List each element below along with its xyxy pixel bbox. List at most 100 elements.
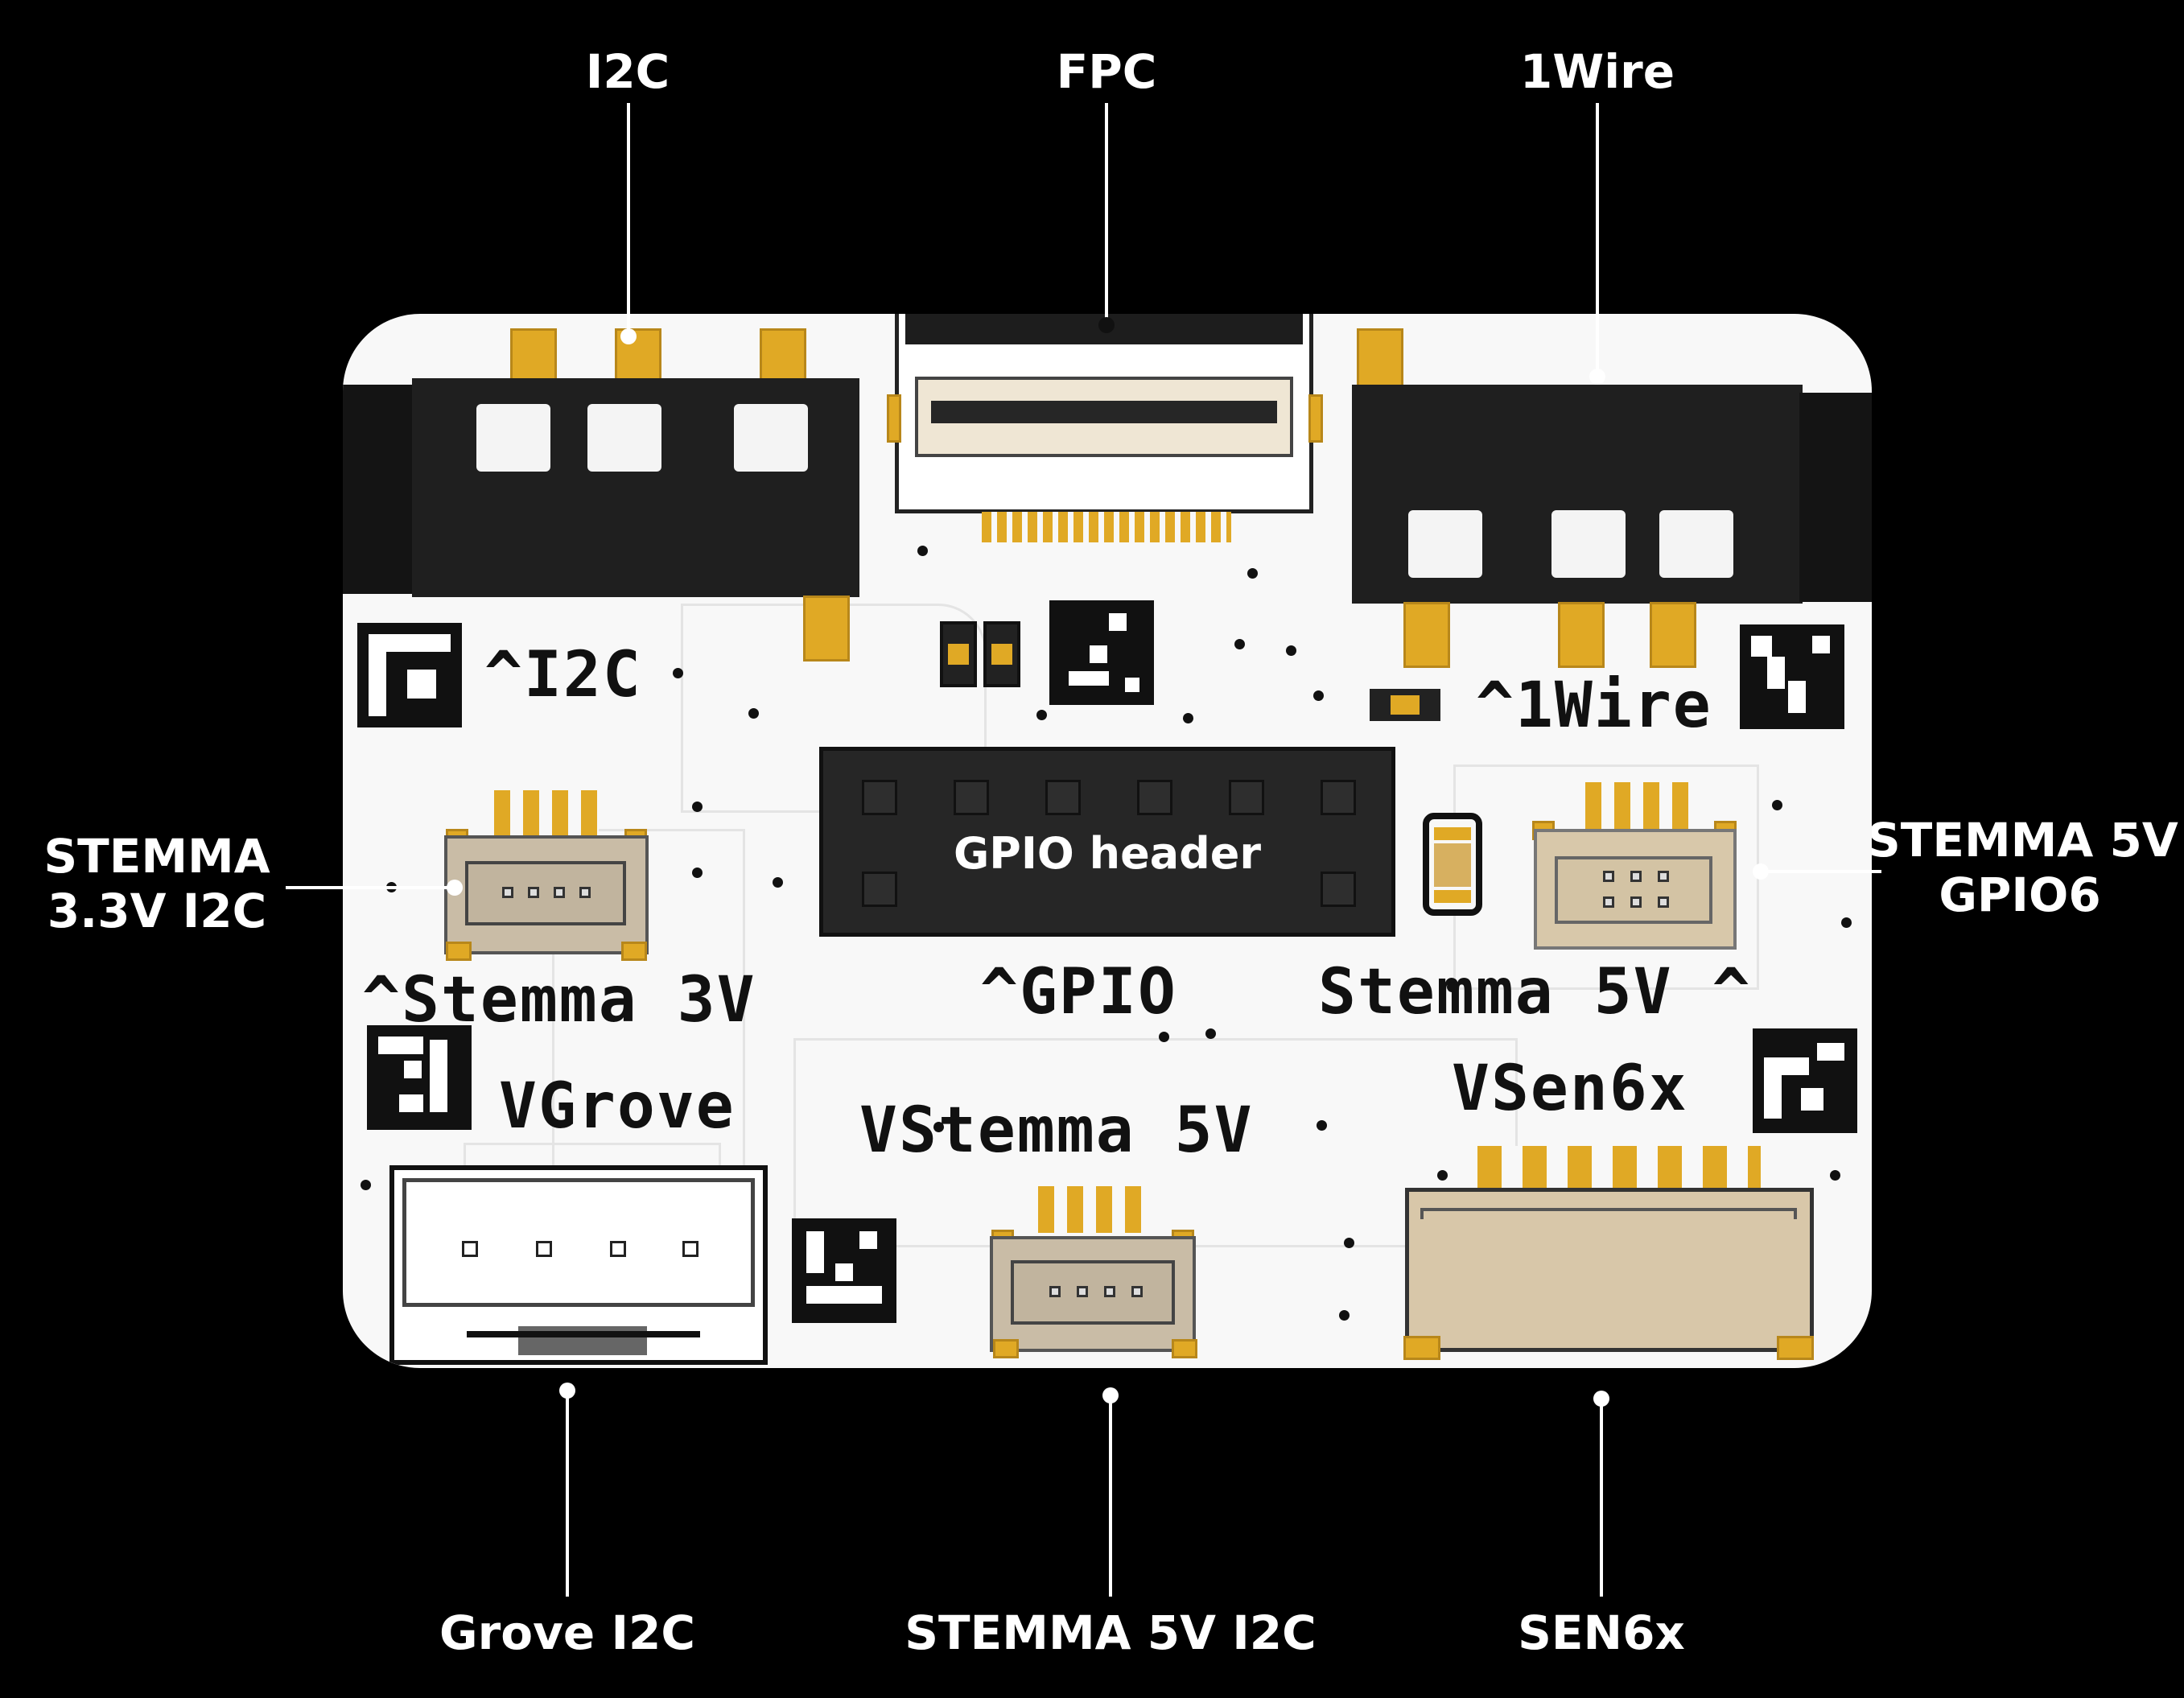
via (673, 668, 683, 678)
smd-resistor (940, 621, 977, 687)
connector-pin (1104, 1286, 1115, 1297)
via (933, 1122, 944, 1132)
via (1234, 639, 1245, 649)
via (1437, 1170, 1448, 1181)
qr-marker (1740, 624, 1844, 729)
gpio-pin (1229, 780, 1264, 815)
via (361, 1180, 371, 1190)
fpc-pin-row (982, 512, 1231, 542)
leader-dot-grove (559, 1383, 575, 1399)
onewire-audio-jack (1352, 385, 1803, 604)
smd-resistor (1370, 689, 1440, 721)
connector-pin (554, 887, 565, 898)
via (1247, 568, 1258, 579)
grove-pin (536, 1241, 552, 1257)
connector-shell (465, 861, 626, 925)
sen6x-side-pad (1777, 1336, 1814, 1360)
connector-pin (579, 887, 591, 898)
silk-vstemma: VStemma 5V (859, 1094, 1254, 1167)
connector-pin (1603, 871, 1614, 882)
connector-pin (1131, 1286, 1143, 1297)
connector-shell (1555, 856, 1712, 924)
gpio-pin (1321, 872, 1356, 907)
via (1159, 1032, 1169, 1042)
via (1205, 1028, 1216, 1039)
stemma-5v-gpio-connector (1534, 829, 1737, 950)
jack-window (1659, 510, 1733, 578)
callout-stemma-3v3: STEMMA 3.3V I2C (16, 829, 298, 939)
fpc-side-pad (1308, 394, 1323, 443)
leader-line-i2c (627, 103, 630, 335)
leader-line-fpc (1105, 103, 1108, 325)
fpc-connector (895, 314, 1313, 513)
silk-vsen6x: VSen6x (1452, 1053, 1688, 1125)
pcb-board: GPIO header ^I2C ^1Wire ^Stemma 3V ^GPIO… (343, 314, 1872, 1368)
jack-window (734, 404, 808, 472)
i2c-jack-barrel (343, 385, 415, 594)
connector-pin (502, 887, 513, 898)
grove-latch-bar (467, 1331, 700, 1337)
callout-stemma-3v3-line2: 3.3V I2C (47, 884, 267, 939)
grove-connector (389, 1165, 768, 1365)
gpio-pin (1321, 780, 1356, 815)
callout-stemma-5v-gpio-line1: STEMMA 5V (1867, 813, 2178, 868)
stemma-5v-i2c-connector (990, 1236, 1196, 1352)
via (1036, 710, 1047, 720)
gpio-pin (954, 780, 989, 815)
qr-marker (1753, 1028, 1857, 1133)
via (1344, 1238, 1354, 1248)
connector-pin (1630, 896, 1642, 908)
smd-resistor (983, 621, 1020, 687)
stemma-5v-i2c-pins (1038, 1186, 1143, 1233)
connector-pin (1603, 896, 1614, 908)
smd-capacitor (1423, 813, 1482, 916)
stemma-side-pad (446, 942, 472, 961)
silk-stemma-3v: ^Stemma 3V (362, 964, 756, 1037)
gpio-pin (1137, 780, 1172, 815)
leader-line-1wire (1596, 103, 1599, 377)
silk-gpio: ^GPIO (980, 956, 1177, 1028)
qr-marker (357, 623, 462, 727)
silk-stemma-5v: Stemma 5V ^ (1318, 956, 1752, 1028)
grove-inner-frame (402, 1178, 755, 1307)
connector-pin (528, 887, 539, 898)
leader-dot-i2c (620, 328, 637, 344)
qr-marker (1049, 600, 1154, 705)
callout-stemma-5v-i2c: STEMMA 5V I2C (905, 1605, 1317, 1660)
jack-pin-pad (1558, 602, 1605, 668)
leader-line-stemma-5v-gpio (1761, 870, 1881, 873)
callout-stemma-3v3-line1: STEMMA (43, 829, 270, 884)
leader-line-stemma-3v3 (286, 886, 455, 889)
fpc-slot-dark (931, 401, 1277, 423)
leader-dot-sen6x (1593, 1391, 1609, 1407)
qr-marker (367, 1025, 472, 1130)
callout-grove-i2c: Grove I2C (439, 1605, 695, 1660)
qr-marker (792, 1218, 896, 1323)
via (773, 877, 783, 888)
via (1841, 917, 1852, 928)
jack-window (476, 404, 550, 472)
connector-shell (1011, 1260, 1175, 1325)
leader-line-stemma-5v-i2c (1109, 1395, 1112, 1597)
fpc-side-pad (887, 394, 901, 443)
callout-stemma-5v-gpio: STEMMA 5V GPIO6 (1867, 813, 2178, 923)
jack-window (587, 404, 661, 472)
stemma-side-pad (621, 942, 647, 961)
grove-pin (610, 1241, 626, 1257)
connector-pin (1658, 871, 1669, 882)
silk-vgrove: VGrove (499, 1070, 736, 1143)
sen6x-connector (1405, 1188, 1814, 1352)
onewire-jack-barrel (1799, 393, 1872, 602)
sen6x-side-pad (1403, 1336, 1440, 1360)
via (917, 546, 928, 556)
gpio-pin (862, 872, 897, 907)
leader-dot-fpc (1098, 317, 1115, 333)
gpio-header-label: GPIO header (953, 828, 1262, 879)
stemma-side-pad (1172, 1339, 1197, 1358)
stemma-3v3-pins (494, 790, 599, 837)
leader-dot-stemma-3v3 (447, 880, 463, 896)
via (1317, 1120, 1327, 1131)
via (1183, 713, 1193, 723)
leader-line-grove (566, 1391, 569, 1597)
silk-1wire: ^1Wire (1476, 670, 1712, 742)
